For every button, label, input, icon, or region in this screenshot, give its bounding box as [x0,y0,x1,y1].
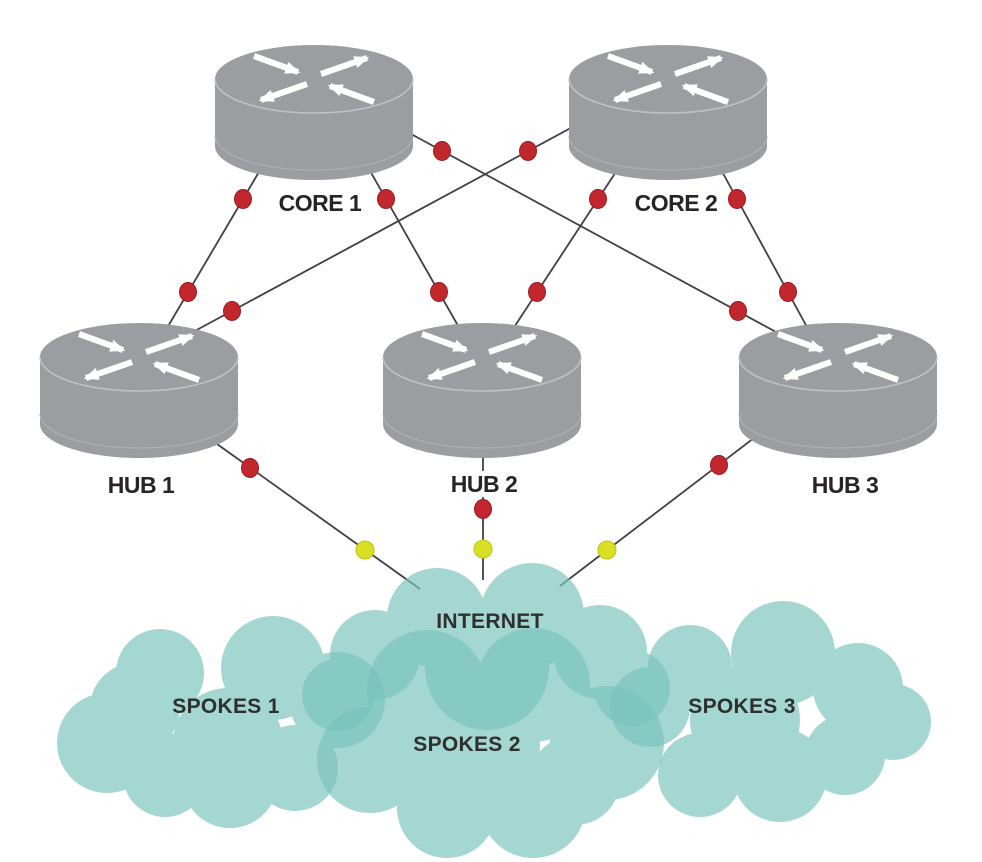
cloud-spokes3 [610,601,931,822]
label-spokes1: SPOKES 1 [172,695,279,718]
link-core2-hub1 [179,122,581,340]
link-core1-hub1 [156,159,267,346]
label-hub3: HUB 3 [812,472,879,498]
router-hub2 [383,323,581,458]
red-connection-dot [710,455,728,475]
link-core2-hub2 [506,154,628,339]
link-core2-hub3 [712,154,814,339]
red-connection-dot [433,141,451,161]
router-hub3 [739,323,937,458]
cloud-lobe [252,725,338,811]
label-core2: CORE 2 [635,190,718,216]
yellow-connection-dot [597,540,617,560]
router-core1 [215,45,413,180]
cloud-lobe [658,733,742,817]
cloud-lobe [610,667,690,747]
red-connection-dot [430,282,448,302]
red-connection-dot [528,282,546,302]
red-connection-dot [779,282,797,302]
cloud-lobe [317,707,423,813]
router-core2 [569,45,767,180]
red-connection-dot [474,499,492,519]
yellow-connection-dot [355,540,375,560]
red-connection-dot [223,301,241,321]
red-connection-dot [729,301,747,321]
red-connection-dot [377,189,395,209]
label-internet: INTERNET [436,610,543,633]
red-connection-dot [179,282,197,302]
red-connection-dot [589,189,607,209]
label-spokes3: SPOKES 3 [688,695,795,718]
cloud-lobe [90,663,180,753]
red-connection-dot [241,458,259,478]
cloud-lobe [733,728,827,822]
label-hub2: HUB 2 [451,471,518,497]
link-lines [156,122,814,590]
cloud-spokes1 [57,616,385,828]
yellow-connection-dots [355,539,617,560]
red-connection-dot [234,189,252,209]
link-hub3-internet [559,421,776,587]
label-core1: CORE 1 [279,190,362,216]
red-connection-dots [179,141,797,519]
link-hub1-internet [195,428,421,590]
cloud-lobe [530,735,620,825]
label-hub1: HUB 1 [108,472,175,498]
cloud-lobe [805,715,885,795]
yellow-connection-dot [473,539,493,559]
red-connection-dot [728,189,746,209]
router-hub1 [40,323,238,458]
cloud-lobe [397,758,497,858]
cloud-spokes2 [317,628,664,858]
red-connection-dot [519,141,537,161]
label-spokes2: SPOKES 2 [413,733,520,756]
link-core1-hub2 [360,154,466,339]
